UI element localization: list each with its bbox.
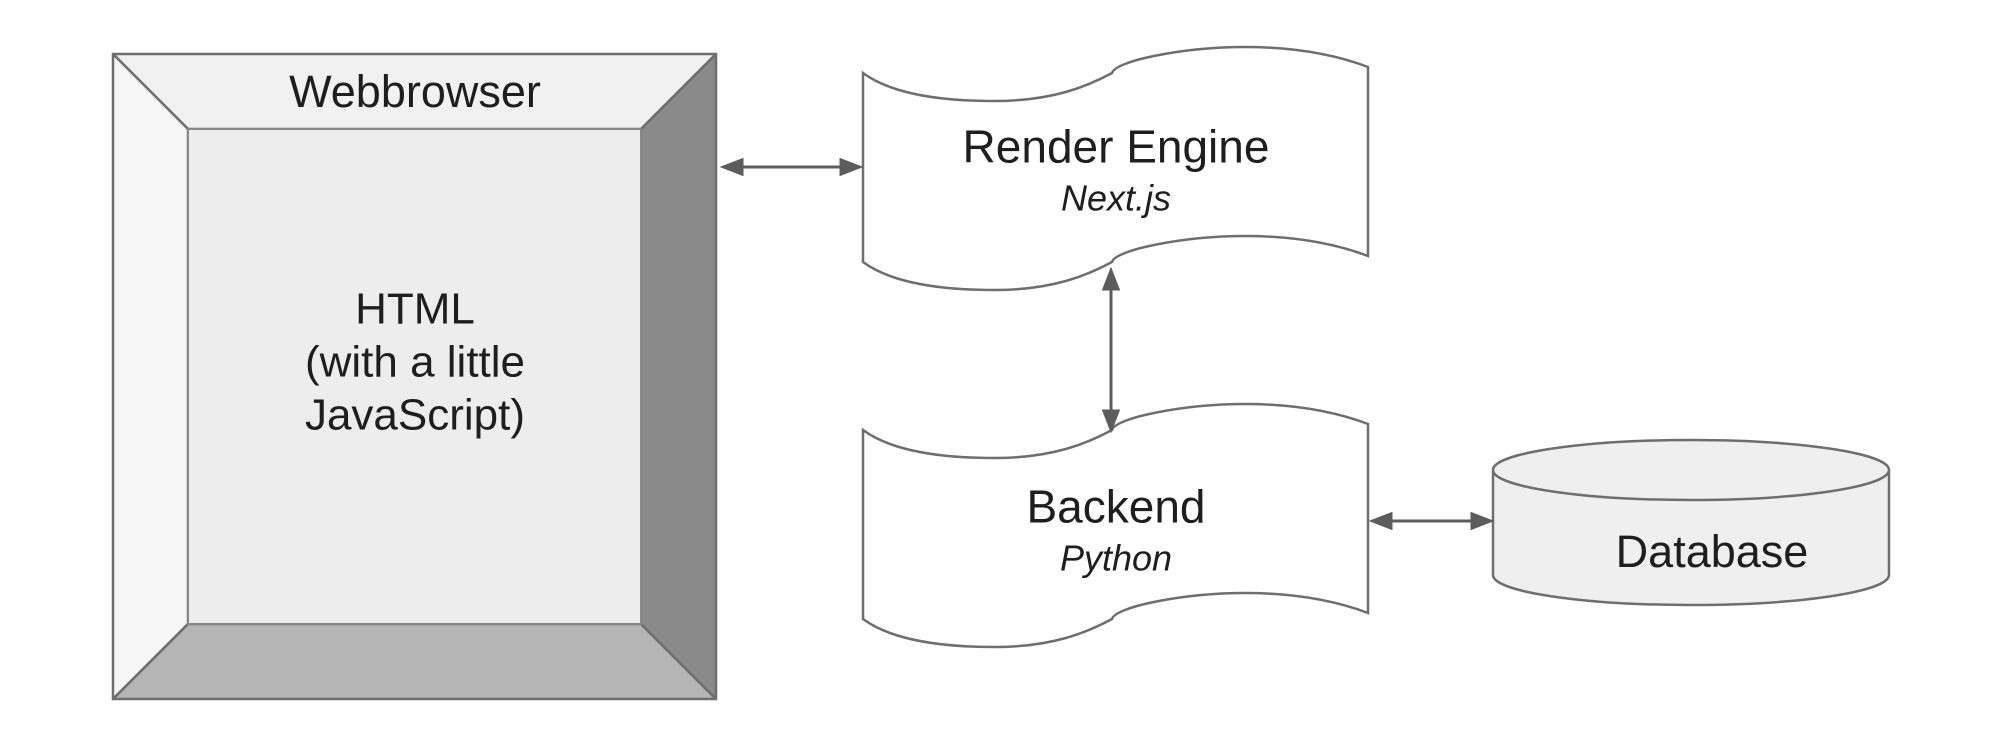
arrowhead-left <box>1368 511 1393 531</box>
render-engine-label: Render Engine Next.js <box>963 122 1270 219</box>
database-title: Database <box>1615 526 1809 577</box>
arrowhead-right <box>839 157 864 177</box>
render-engine-title: Render Engine <box>962 120 1270 173</box>
arrowhead-right <box>1470 511 1495 531</box>
arrowhead-up <box>1101 266 1121 291</box>
webbrowser-title: Webbrowser <box>289 66 541 117</box>
database-cylinder-shape <box>1491 438 1891 607</box>
backend-tape-shape <box>861 402 1370 649</box>
frame-right-bevel <box>639 52 718 701</box>
cylinder-body <box>1491 470 1891 607</box>
arrowhead-down <box>1101 409 1121 434</box>
arrow-render-backend <box>1101 266 1121 434</box>
frame-screen <box>187 128 642 625</box>
arrow-browser-render <box>719 157 864 177</box>
arrowhead-left <box>719 157 744 177</box>
webbrowser-content: HTML (with a little JavaScript) <box>304 284 526 440</box>
frame-left-bevel <box>111 52 190 701</box>
render-engine-tape-shape <box>861 45 1370 292</box>
frame-bottom-bevel <box>111 622 718 701</box>
webbrowser-frame-shape <box>111 52 718 701</box>
cylinder-top <box>1491 438 1891 502</box>
render-engine-subtitle: Next.js <box>1060 177 1172 219</box>
backend-title: Backend <box>1026 480 1206 533</box>
backend-label: Backend Python <box>1026 482 1205 579</box>
arrow-backend-database <box>1368 511 1495 531</box>
backend-subtitle: Python <box>1059 537 1173 579</box>
